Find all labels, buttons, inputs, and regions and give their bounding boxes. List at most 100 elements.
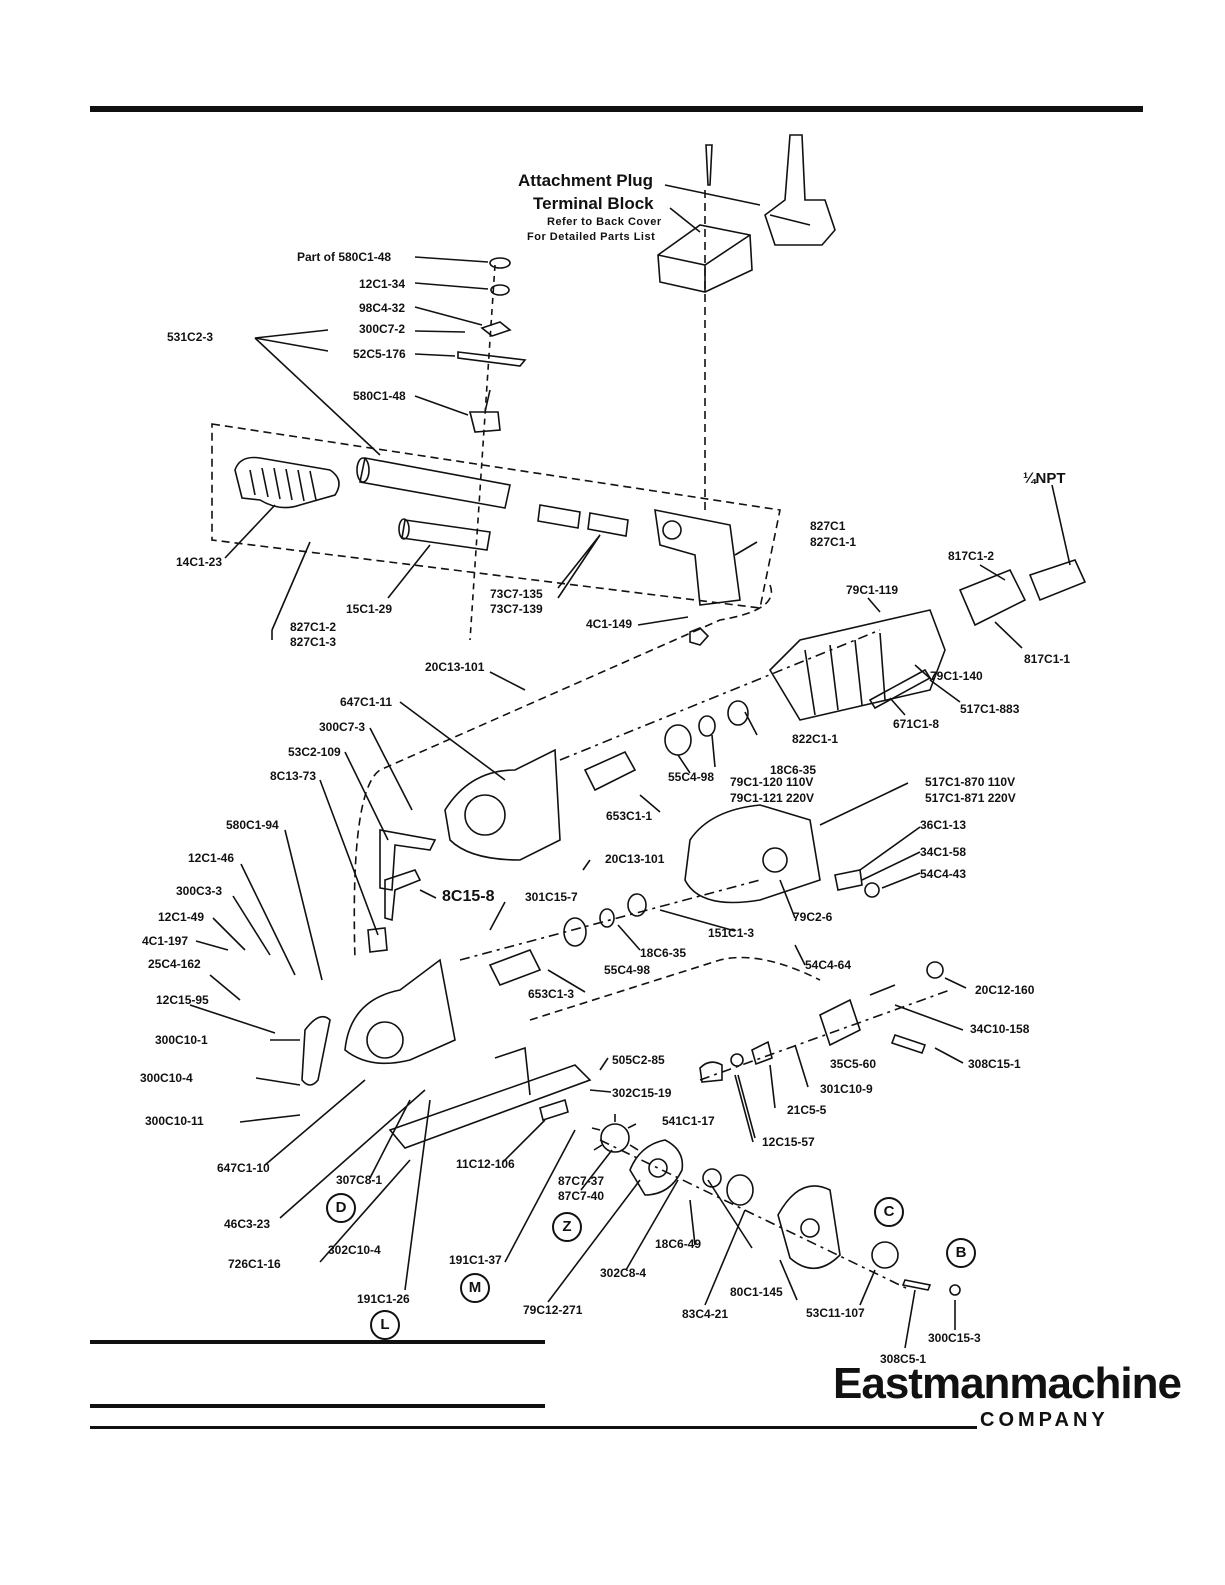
part-label: 46C3-23 [224,1217,271,1231]
drive-shaft-upper [583,750,637,792]
blade-80c1-145 [777,1185,841,1270]
axis-line-2 [459,879,761,961]
part-label: 517C1-883 [960,702,1020,716]
part-label: 307C8-1 [336,1173,383,1187]
base-plate-505c2-85 [388,1064,592,1149]
part-label: 79C2-6 [793,910,833,924]
part-label: 827C1 [810,519,846,533]
part-label: 11C12-106 [456,1157,515,1171]
part-label: 300C3-3 [176,884,223,898]
part-label: 15C1-29 [346,602,393,616]
tube-small-1 [537,504,581,529]
lower-loop-2 [529,956,821,1021]
part-label: 817C1-2 [948,549,995,563]
part-label: 671C1-8 [893,717,940,731]
part-label: 55C4-98 [668,770,715,784]
guard-12c15-95 [301,1015,331,1086]
part-label: 18C6-35 [770,763,817,777]
part-label: 53C11-107 [806,1306,865,1320]
part-label: 827C1-3 [290,635,337,649]
part-label: 73C7-135 [490,587,543,601]
part-label: 20C13-101 [605,852,665,866]
refer-note-line1: Refer to Back Cover [547,216,662,228]
part-label: 817C1-1 [1024,652,1071,666]
top-screw [705,144,713,186]
part-label: 54C4-43 [920,867,967,881]
callout-l: L [370,1310,400,1340]
part-label: 308C15-1 [968,1057,1021,1071]
part-label: 83C4-21 [682,1307,729,1321]
part-label: 531C2-3 [167,330,214,344]
tube-small-2 [587,512,629,537]
part-label: 4C1-197 [142,934,189,948]
part-label: 12C15-95 [156,993,209,1007]
part-label: 98C4-32 [359,301,406,315]
part-label: 20C13-101 [425,660,485,674]
terminal-block-shape [657,224,753,293]
part-label: 79C1-140 [930,669,983,683]
part-label: 517C1-871 220V [925,791,1016,805]
spring-34c10-158 [869,984,896,996]
motor-housing [768,609,946,721]
lower-loop [353,584,773,961]
callout-z: Z [552,1212,582,1242]
npt-fitting [1028,559,1087,602]
part-label: Part of 580C1-48 [297,250,392,264]
part-label: 301C15-7 [525,890,578,904]
part-label: 14C1-23 [176,555,223,569]
part-label: 726C1-16 [228,1257,281,1271]
part-label: 541C1-17 [662,1114,715,1128]
part-label: 87C7-40 [558,1189,605,1203]
part-label: 505C2-85 [612,1053,665,1067]
refer-note-line2: For Detailed Parts List [527,231,656,243]
company-logo-sub: COMPANY [980,1409,1109,1431]
nut-4c1-149 [689,627,710,646]
part-label: 4C1-149 [586,617,633,631]
part-label: 653C1-1 [606,809,653,823]
part-label: 300C15-3 [928,1331,981,1345]
head-housing-upper [444,748,561,861]
part-label: 18C6-35 [640,946,687,960]
part-label: 79C1-119 [846,583,899,597]
part-label: 20C12-160 [975,983,1035,997]
toggle-switch [468,389,501,433]
part-label: 827C1-2 [290,620,337,634]
part-label: 822C1-1 [792,732,839,746]
terminal-block-label: Terminal Block [533,194,654,213]
bracket-53c2-109 [379,829,437,891]
attachment-plug-label: Attachment Plug [518,171,654,190]
part-label: 53C2-109 [288,745,341,759]
part-label: 308C5-1 [880,1352,927,1366]
tube-lower [401,519,491,551]
npt-label: ¼NPT [1023,470,1066,487]
part-label: 827C1-1 [810,535,857,549]
part-label: 302C15-19 [612,1086,672,1100]
part-label: 653C1-3 [528,987,575,1001]
part-label: 36C1-13 [920,818,967,832]
callout-c: C [874,1197,904,1227]
part-label: 79C1-121 220V [730,791,815,805]
center-line-switch [469,264,496,641]
part-label: 80C1-145 [730,1285,783,1299]
part-label: 12C1-46 [188,851,235,865]
part-label: 79C12-271 [523,1303,583,1317]
screw-308c15-1 [890,1033,927,1055]
gear-87c7-37 [600,1123,630,1153]
mount-bracket [654,508,741,606]
part-label: 647C1-11 [340,695,393,709]
part-label: 12C1-49 [158,910,205,924]
part-label: 35C5-60 [830,1057,877,1071]
part-label: 8C13-73 [270,769,317,783]
handle-assembly-outline [211,423,781,609]
part-label: 300C10-1 [155,1033,208,1047]
part-label: 8C15-8 [442,888,495,905]
footer-rule-2 [90,1404,545,1408]
drive-shaft-lower [488,948,542,987]
part-label: 300C10-11 [145,1114,204,1128]
part-label: 21C5-5 [787,1103,827,1117]
top-rule [90,106,1143,112]
part-label: 517C1-870 110V [925,775,1016,789]
part-label: 52C5-176 [353,347,406,361]
axis-line-4 [699,989,951,1081]
